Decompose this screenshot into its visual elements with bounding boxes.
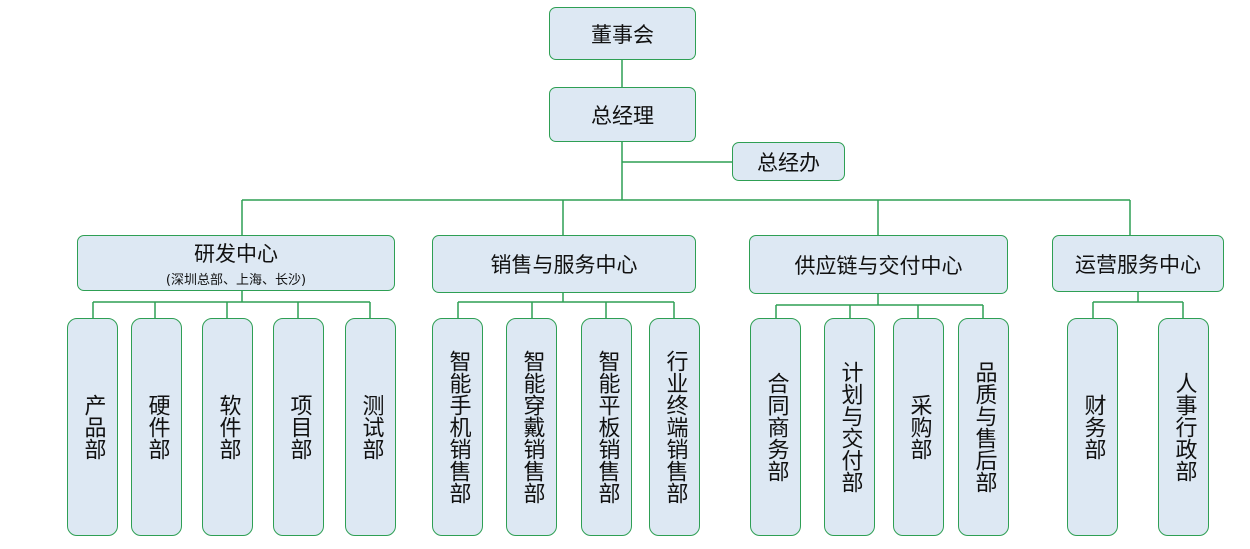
dept-label: 行业终端销售部 [662, 350, 688, 504]
gm-box: 总经理 [549, 87, 696, 142]
dept-label: 智能手机销售部 [445, 350, 471, 504]
dept-label: 项目部 [286, 394, 312, 460]
dept-label: 智能平板销售部 [594, 350, 620, 504]
chairman-label: 董事会 [591, 22, 654, 47]
gm-label: 总经理 [591, 103, 654, 128]
gm-office-label: 总经办 [757, 150, 820, 175]
center-ops-title: 运营服务中心 [1075, 252, 1201, 277]
center-rd-box: 研发中心 (深圳总部、上海、长沙) [77, 235, 395, 291]
dept-label: 产品部 [80, 394, 106, 460]
center-supply-box: 供应链与交付中心 [749, 235, 1008, 294]
dept-box: 财务部 [1067, 318, 1118, 536]
dept-box: 智能穿戴销售部 [506, 318, 557, 536]
dept-label: 硬件部 [144, 394, 170, 460]
gm-office-box: 总经办 [732, 142, 845, 181]
center-ops-box: 运营服务中心 [1052, 235, 1224, 292]
dept-box: 产品部 [67, 318, 118, 536]
dept-box: 智能平板销售部 [581, 318, 632, 536]
center-sales-title: 销售与服务中心 [490, 253, 638, 277]
dept-box: 计划与交付部 [824, 318, 875, 536]
dept-box: 项目部 [273, 318, 324, 536]
dept-box: 智能手机销售部 [432, 318, 483, 536]
dept-label: 人事行政部 [1171, 372, 1197, 482]
dept-label: 采购部 [906, 394, 932, 460]
chairman-box: 董事会 [549, 7, 696, 60]
dept-label: 智能穿戴销售部 [519, 350, 545, 504]
dept-label: 品质与售后部 [971, 361, 997, 493]
dept-box: 品质与售后部 [958, 318, 1009, 536]
dept-label: 财务部 [1080, 394, 1106, 460]
dept-box: 软件部 [202, 318, 253, 536]
center-sales-box: 销售与服务中心 [432, 235, 696, 293]
dept-box: 采购部 [893, 318, 944, 536]
dept-label: 测试部 [358, 394, 384, 460]
center-rd-subtitle: (深圳总部、上海、长沙) [165, 273, 307, 288]
dept-label: 计划与交付部 [837, 361, 863, 493]
dept-box: 硬件部 [131, 318, 182, 536]
dept-label: 软件部 [215, 394, 241, 460]
dept-label: 合同商务部 [763, 372, 789, 482]
dept-box: 测试部 [345, 318, 396, 536]
dept-box: 人事行政部 [1158, 318, 1209, 536]
dept-box: 行业终端销售部 [649, 318, 700, 536]
center-supply-title: 供应链与交付中心 [794, 253, 963, 278]
center-rd-title: 研发中心 [194, 242, 278, 266]
dept-box: 合同商务部 [750, 318, 801, 536]
